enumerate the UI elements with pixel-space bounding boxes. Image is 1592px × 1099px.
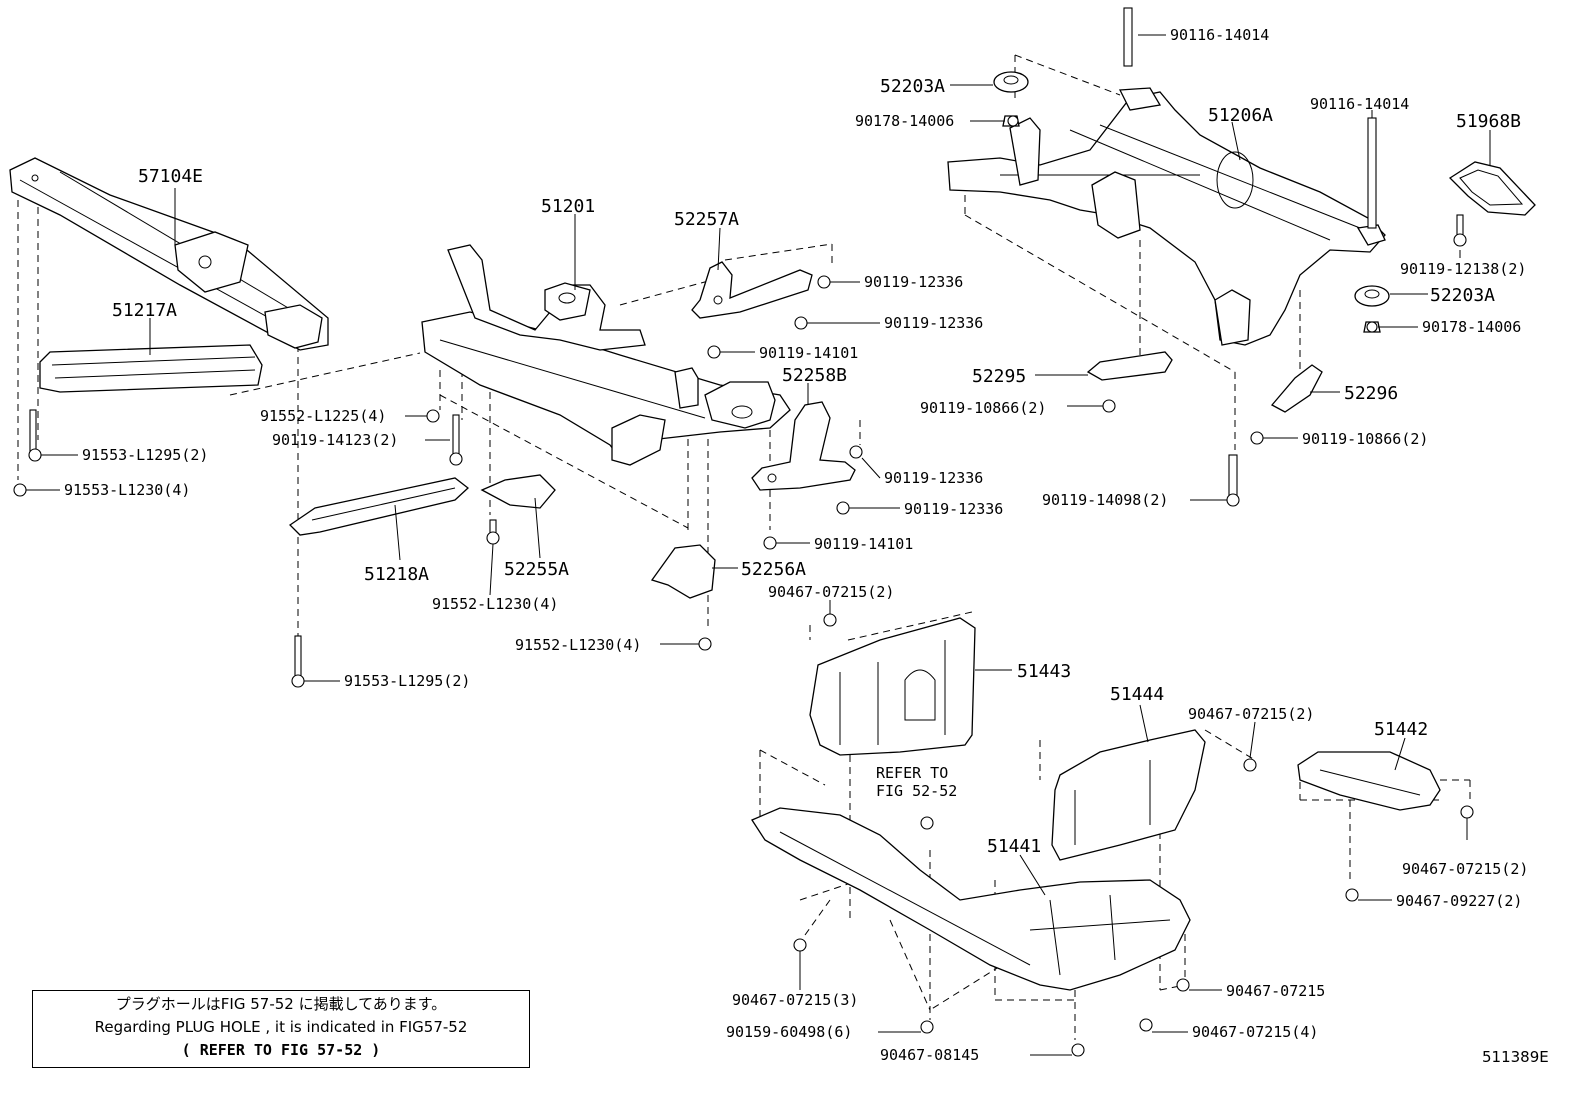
label-91553-L1230: 91553-L1230(4) — [64, 481, 190, 499]
part-52296-drawing — [1270, 364, 1323, 413]
label-90119-14123: 90119-14123(2) — [272, 431, 398, 449]
part-51206A-drawing — [947, 87, 1386, 346]
label-52203A-top: 52203A — [880, 76, 945, 97]
refer-line-2: FIG 52-52 — [876, 782, 957, 800]
label-57104E: 57104E — [138, 166, 203, 187]
part-52255A-drawing — [480, 474, 556, 509]
figure-id: 511389E — [1482, 1048, 1549, 1066]
label-90119-12336-a: 90119-12336 — [864, 273, 963, 291]
label-52296: 52296 — [1344, 383, 1398, 404]
note-line-english: Regarding PLUG HOLE , it is indicated in… — [94, 1018, 468, 1036]
refer-annotation: REFER TO FIG 52-52 — [876, 764, 957, 800]
label-52203A-bottom: 52203A — [1430, 285, 1495, 306]
part-51218A-drawing — [288, 477, 470, 536]
label-51218A: 51218A — [364, 564, 429, 585]
fastener-labels: 90116-14014 90178-14006 90116-14014 9011… — [64, 26, 1528, 1064]
part-52257A-drawing — [691, 261, 813, 319]
label-90467-07215-f: 90467-07215(4) — [1192, 1023, 1318, 1041]
part-51217A-drawing — [39, 344, 263, 393]
part-57104E-drawing — [9, 157, 329, 351]
leader-lines — [26, 34, 1491, 1056]
label-51442: 51442 — [1374, 719, 1428, 740]
label-90467-07215-b: 90467-07215(2) — [1188, 705, 1314, 723]
label-90178-14006-b: 90178-14006 — [1422, 318, 1521, 336]
label-52255A: 52255A — [504, 559, 569, 580]
note-line-japanese: プラグホールはFIG 57-52 に掲載してあります。 — [115, 995, 447, 1013]
label-52295: 52295 — [972, 366, 1026, 387]
part-51968B-drawing — [1448, 161, 1536, 216]
label-52257A: 52257A — [674, 209, 739, 230]
label-90119-14101-b: 90119-14101 — [814, 535, 913, 553]
part-labels: 57104E 51201 51217A 52257A 52258B 51218A… — [112, 76, 1521, 857]
part-52256A-drawing — [650, 544, 716, 599]
label-90159-60498: 90159-60498(6) — [726, 1023, 852, 1041]
label-91553-L1295-b: 91553-L1295(2) — [344, 672, 470, 690]
label-91552-L1230-a: 91552-L1230(4) — [432, 595, 558, 613]
label-90119-12336-d: 90119-12336 — [904, 500, 1003, 518]
label-90119-12138: 90119-12138(2) — [1400, 260, 1526, 278]
plug-hole-note: プラグホールはFIG 57-52 に掲載してあります。 Regarding PL… — [32, 990, 530, 1068]
label-90467-08145: 90467-08145 — [880, 1046, 979, 1064]
label-90467-07215-a: 90467-07215(2) — [768, 583, 894, 601]
label-91553-L1295-a: 91553-L1295(2) — [82, 446, 208, 464]
label-90467-07215-e: 90467-07215 — [1226, 982, 1325, 1000]
label-90116-14014-a: 90116-14014 — [1170, 26, 1269, 44]
part-51443-drawing — [809, 617, 976, 756]
part-52258B-drawing — [751, 401, 856, 491]
label-90119-10866-a: 90119-10866(2) — [920, 399, 1046, 417]
label-51444: 51444 — [1110, 684, 1164, 705]
label-90119-10866-b: 90119-10866(2) — [1302, 430, 1428, 448]
part-51441-drawing — [751, 807, 1191, 991]
label-52258B: 52258B — [782, 365, 847, 386]
label-91552-L1230-b: 91552-L1230(4) — [515, 636, 641, 654]
label-90119-14098: 90119-14098(2) — [1042, 491, 1168, 509]
label-90119-14101-a: 90119-14101 — [759, 344, 858, 362]
part-51201-drawing — [421, 244, 791, 466]
label-51968B: 51968B — [1456, 111, 1521, 132]
label-90467-09227: 90467-09227(2) — [1396, 892, 1522, 910]
label-90178-14006-a: 90178-14006 — [855, 112, 954, 130]
label-91552-L1225: 91552-L1225(4) — [260, 407, 386, 425]
part-51442-drawing — [1297, 751, 1441, 811]
label-51206A: 51206A — [1208, 105, 1273, 126]
label-90119-12336-b: 90119-12336 — [884, 314, 983, 332]
refer-line-1: REFER TO — [876, 764, 948, 782]
label-51443: 51443 — [1017, 661, 1071, 682]
label-90467-07215-c: 90467-07215(2) — [1402, 860, 1528, 878]
note-line-refer: ( REFER TO FIG 57-52 ) — [181, 1041, 381, 1059]
label-52256A: 52256A — [741, 559, 806, 580]
label-51217A: 51217A — [112, 300, 177, 321]
part-52295-drawing — [1086, 351, 1173, 381]
part-51444-drawing — [1051, 729, 1206, 861]
label-51441: 51441 — [987, 836, 1041, 857]
label-90116-14014-b: 90116-14014 — [1310, 95, 1409, 113]
label-90467-07215-d: 90467-07215(3) — [732, 991, 858, 1009]
label-90119-12336-c: 90119-12336 — [884, 469, 983, 487]
label-51201: 51201 — [541, 196, 595, 217]
